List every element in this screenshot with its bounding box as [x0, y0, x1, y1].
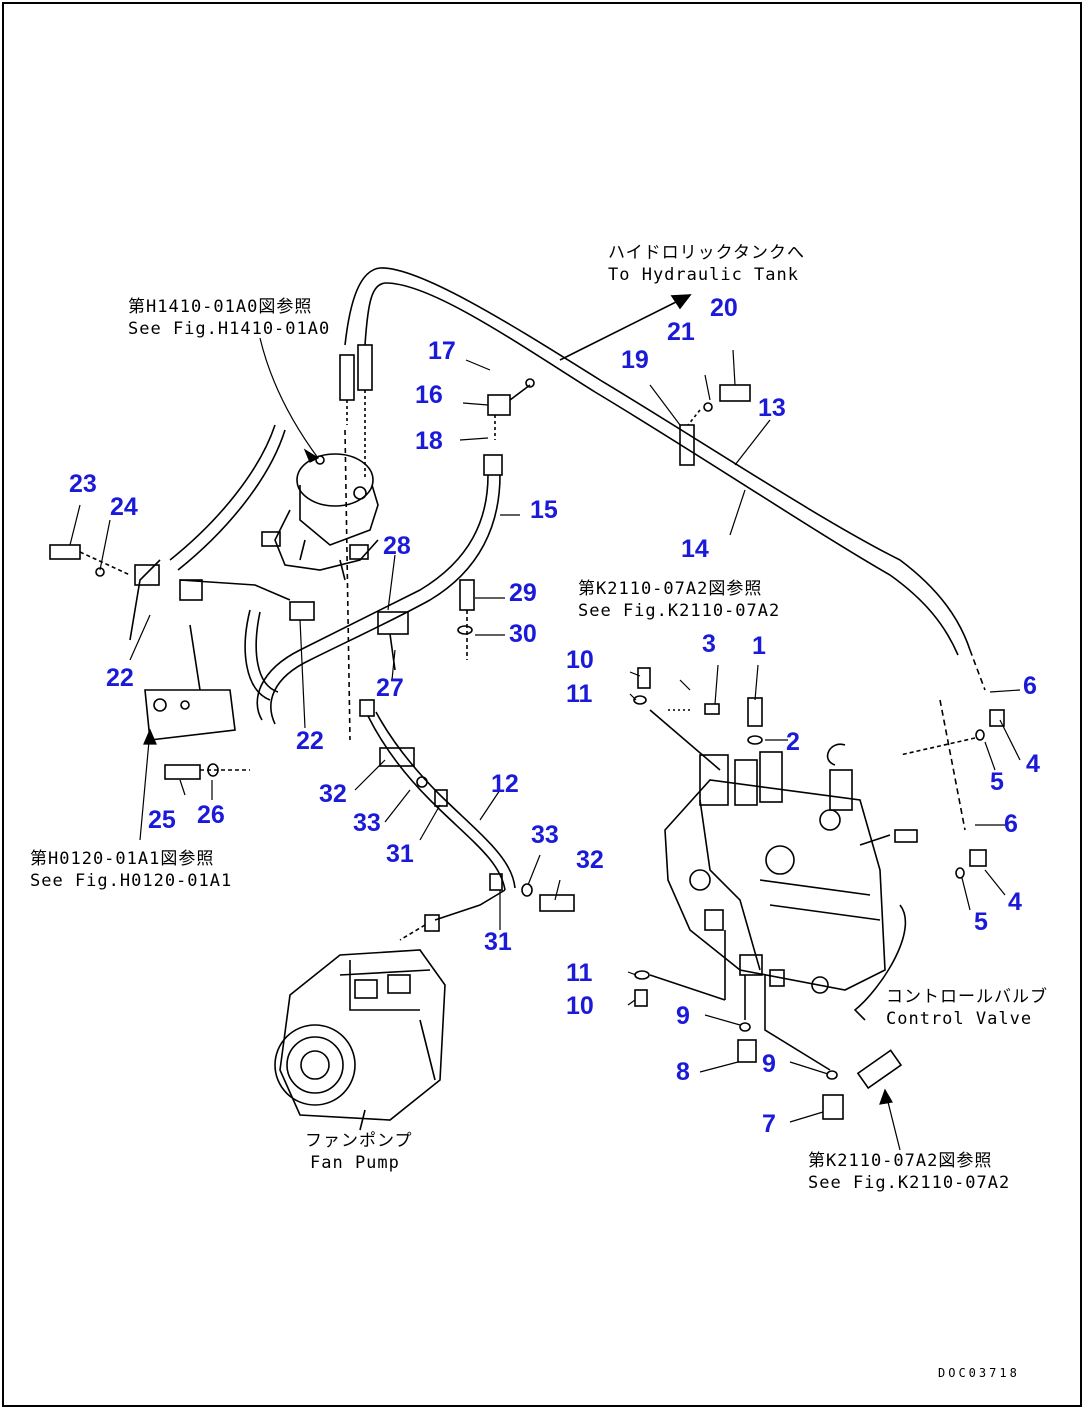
- note-fig-h0120-jp: 第H0120-01A1図参照: [30, 849, 215, 869]
- hose-22-bracket: [129, 424, 315, 741]
- note-fig-k2110-bottom-jp: 第K2110-07A2図参照: [808, 1151, 993, 1171]
- callout-part-32-left: 32: [319, 780, 347, 808]
- note-control-valve-en: Control Valve: [886, 1009, 1033, 1029]
- callout-part-5-lower: 5: [974, 908, 988, 936]
- callout-part-5-upper: 5: [990, 768, 1004, 796]
- callout-part-15: 15: [530, 496, 558, 524]
- callout-part-27: 27: [376, 674, 404, 702]
- bolt-23-washer-24: [49, 544, 131, 577]
- filter-fittings: [339, 344, 373, 741]
- callout-part-25: 25: [148, 806, 176, 834]
- note-fig-k2110-top-jp: 第K2110-07A2図参照: [578, 579, 763, 599]
- callout-part-32-right: 32: [576, 846, 604, 874]
- callout-part-12: 12: [491, 770, 519, 798]
- callout-part-10-upper: 10: [566, 646, 594, 674]
- note-control-valve-jp: コントロールバルブ: [886, 987, 1048, 1007]
- note-fig-h1410-en: See Fig.H1410-01A0: [128, 319, 331, 339]
- clamp-19-bolt-20: [679, 384, 751, 466]
- callout-part-24: 24: [110, 493, 138, 521]
- callout-part-3: 3: [702, 630, 716, 658]
- callout-part-11-lower: 11: [566, 959, 593, 987]
- hose-13-14: [344, 267, 986, 831]
- note-fig-k2110-top-en: See Fig.K2110-07A2: [578, 601, 781, 621]
- callout-part-10-lower: 10: [566, 992, 594, 1020]
- callout-part-22-left: 22: [106, 664, 134, 692]
- clamp-27-28: [377, 579, 475, 671]
- control-valve: [664, 743, 918, 1021]
- valve-fittings: [633, 667, 1005, 1120]
- note-hydraulic-tank-jp: ハイドロリックタンクへ: [608, 243, 805, 263]
- callout-part-33-left: 33: [353, 809, 381, 837]
- callout-part-28: 28: [383, 532, 411, 560]
- callout-part-30: 30: [509, 620, 537, 648]
- callout-part-17: 17: [428, 337, 456, 365]
- callout-part-29: 29: [509, 579, 537, 607]
- callout-part-9-left: 9: [676, 1002, 690, 1030]
- note-fig-k2110-bottom-en: See Fig.K2110-07A2: [808, 1173, 1011, 1193]
- callout-part-23: 23: [69, 470, 97, 498]
- callout-part-9-right: 9: [762, 1050, 776, 1078]
- hose-15: [256, 454, 503, 725]
- callout-part-6-lower: 6: [1004, 810, 1018, 838]
- callout-part-26: 26: [197, 801, 225, 829]
- callout-part-1: 1: [752, 632, 766, 660]
- drawing-code: DOC03718: [938, 1366, 1020, 1380]
- note-fan-pump-en: Fan Pump: [310, 1153, 400, 1173]
- callout-part-2: 2: [786, 728, 800, 756]
- callout-part-8: 8: [676, 1058, 690, 1086]
- fitting-16-17-18: [487, 378, 535, 440]
- callout-part-20: 20: [710, 294, 738, 322]
- callout-part-31-upper: 31: [386, 840, 414, 868]
- callout-part-33-right: 33: [531, 821, 559, 849]
- callout-part-31-lower: 31: [484, 928, 512, 956]
- note-fan-pump-jp: ファンポンプ: [305, 1131, 413, 1151]
- leader-lines: [69, 337, 1021, 1151]
- callout-part-4-upper: 4: [1026, 750, 1040, 778]
- line-filter: [261, 453, 379, 581]
- tank-arrow: [559, 294, 692, 361]
- callout-part-16: 16: [415, 381, 443, 409]
- callout-part-21: 21: [667, 318, 695, 346]
- callout-part-7: 7: [762, 1110, 776, 1138]
- callout-part-18: 18: [415, 427, 443, 455]
- callout-part-14: 14: [681, 535, 709, 563]
- callout-part-4-lower: 4: [1008, 888, 1022, 916]
- bolt-25-washer-26: [164, 763, 250, 780]
- fan-pump: [274, 949, 446, 1131]
- callout-part-13: 13: [758, 394, 786, 422]
- hose-12: [359, 699, 575, 941]
- note-fig-h0120-en: See Fig.H0120-01A1: [30, 871, 233, 891]
- callout-part-22-right: 22: [296, 727, 324, 755]
- note-hydraulic-tank-en: To Hydraulic Tank: [608, 265, 799, 285]
- callout-part-19: 19: [621, 346, 649, 374]
- callout-part-11-upper: 11: [566, 680, 593, 708]
- note-fig-h1410-jp: 第H1410-01A0図参照: [128, 297, 313, 317]
- callout-part-6-upper: 6: [1023, 672, 1037, 700]
